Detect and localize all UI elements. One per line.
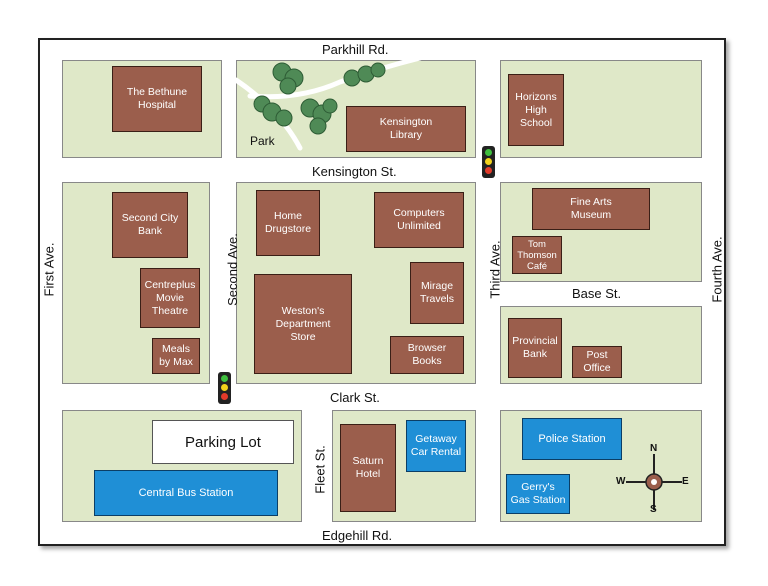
park-label: Park — [250, 134, 275, 148]
tom-thomson-cafe: Tom Thomson Café — [512, 236, 562, 274]
compass-rose-icon — [626, 454, 682, 510]
police-station: Police Station — [522, 418, 622, 460]
saturn-hotel: Saturn Hotel — [340, 424, 396, 512]
getaway-car-rental: Getaway Car Rental — [406, 420, 466, 472]
compass-w: W — [616, 476, 626, 487]
bethune-hospital: The Bethune Hospital — [112, 66, 202, 132]
base-st-label: Base St. — [572, 286, 622, 301]
browser-books: Browser Books — [390, 336, 464, 374]
second-city-bank: Second City Bank — [112, 192, 188, 258]
provincial-bank: Provincial Bank — [508, 318, 562, 378]
traffic-light-icon — [482, 146, 495, 178]
clark-st-label: Clark St. — [330, 390, 380, 405]
fine-arts-museum: Fine Arts Museum — [532, 188, 650, 230]
third-ave-label: Third Ave. — [487, 240, 503, 299]
compass-s: S — [650, 504, 657, 515]
kensington-st-label: Kensington St. — [312, 164, 397, 179]
parkhill-rd-label: Parkhill Rd. — [322, 42, 389, 57]
gerrys-gas-station: Gerry's Gas Station — [506, 474, 570, 514]
traffic-light-icon — [218, 372, 231, 404]
first-ave-label: First Ave. — [41, 242, 57, 297]
second-ave-label: Second Ave. — [224, 233, 240, 306]
mirage-travels: Mirage Travels — [410, 262, 464, 324]
kensington-library: Kensington Library — [346, 106, 466, 152]
centreplus-movie-theatre: Centreplus Movie Theatre — [140, 268, 200, 328]
meals-by-max: Meals by Max — [152, 338, 200, 374]
edgehill-rd-label: Edgehill Rd. — [322, 528, 393, 543]
home-drugstore: Home Drugstore — [256, 190, 320, 256]
post-office: Post Office — [572, 346, 622, 378]
fleet-st-label: Fleet St. — [312, 445, 328, 494]
parking-lot: Parking Lot — [152, 420, 294, 464]
horizons-high-school: Horizons High School — [508, 74, 564, 146]
fourth-ave-label: Fourth Ave. — [709, 236, 725, 303]
central-bus-station: Central Bus Station — [94, 470, 278, 516]
computers-unlimited: Computers Unlimited — [374, 192, 464, 248]
compass-n: N — [650, 443, 658, 454]
compass-e: E — [682, 476, 689, 487]
westons-department-store: Weston's Department Store — [254, 274, 352, 374]
